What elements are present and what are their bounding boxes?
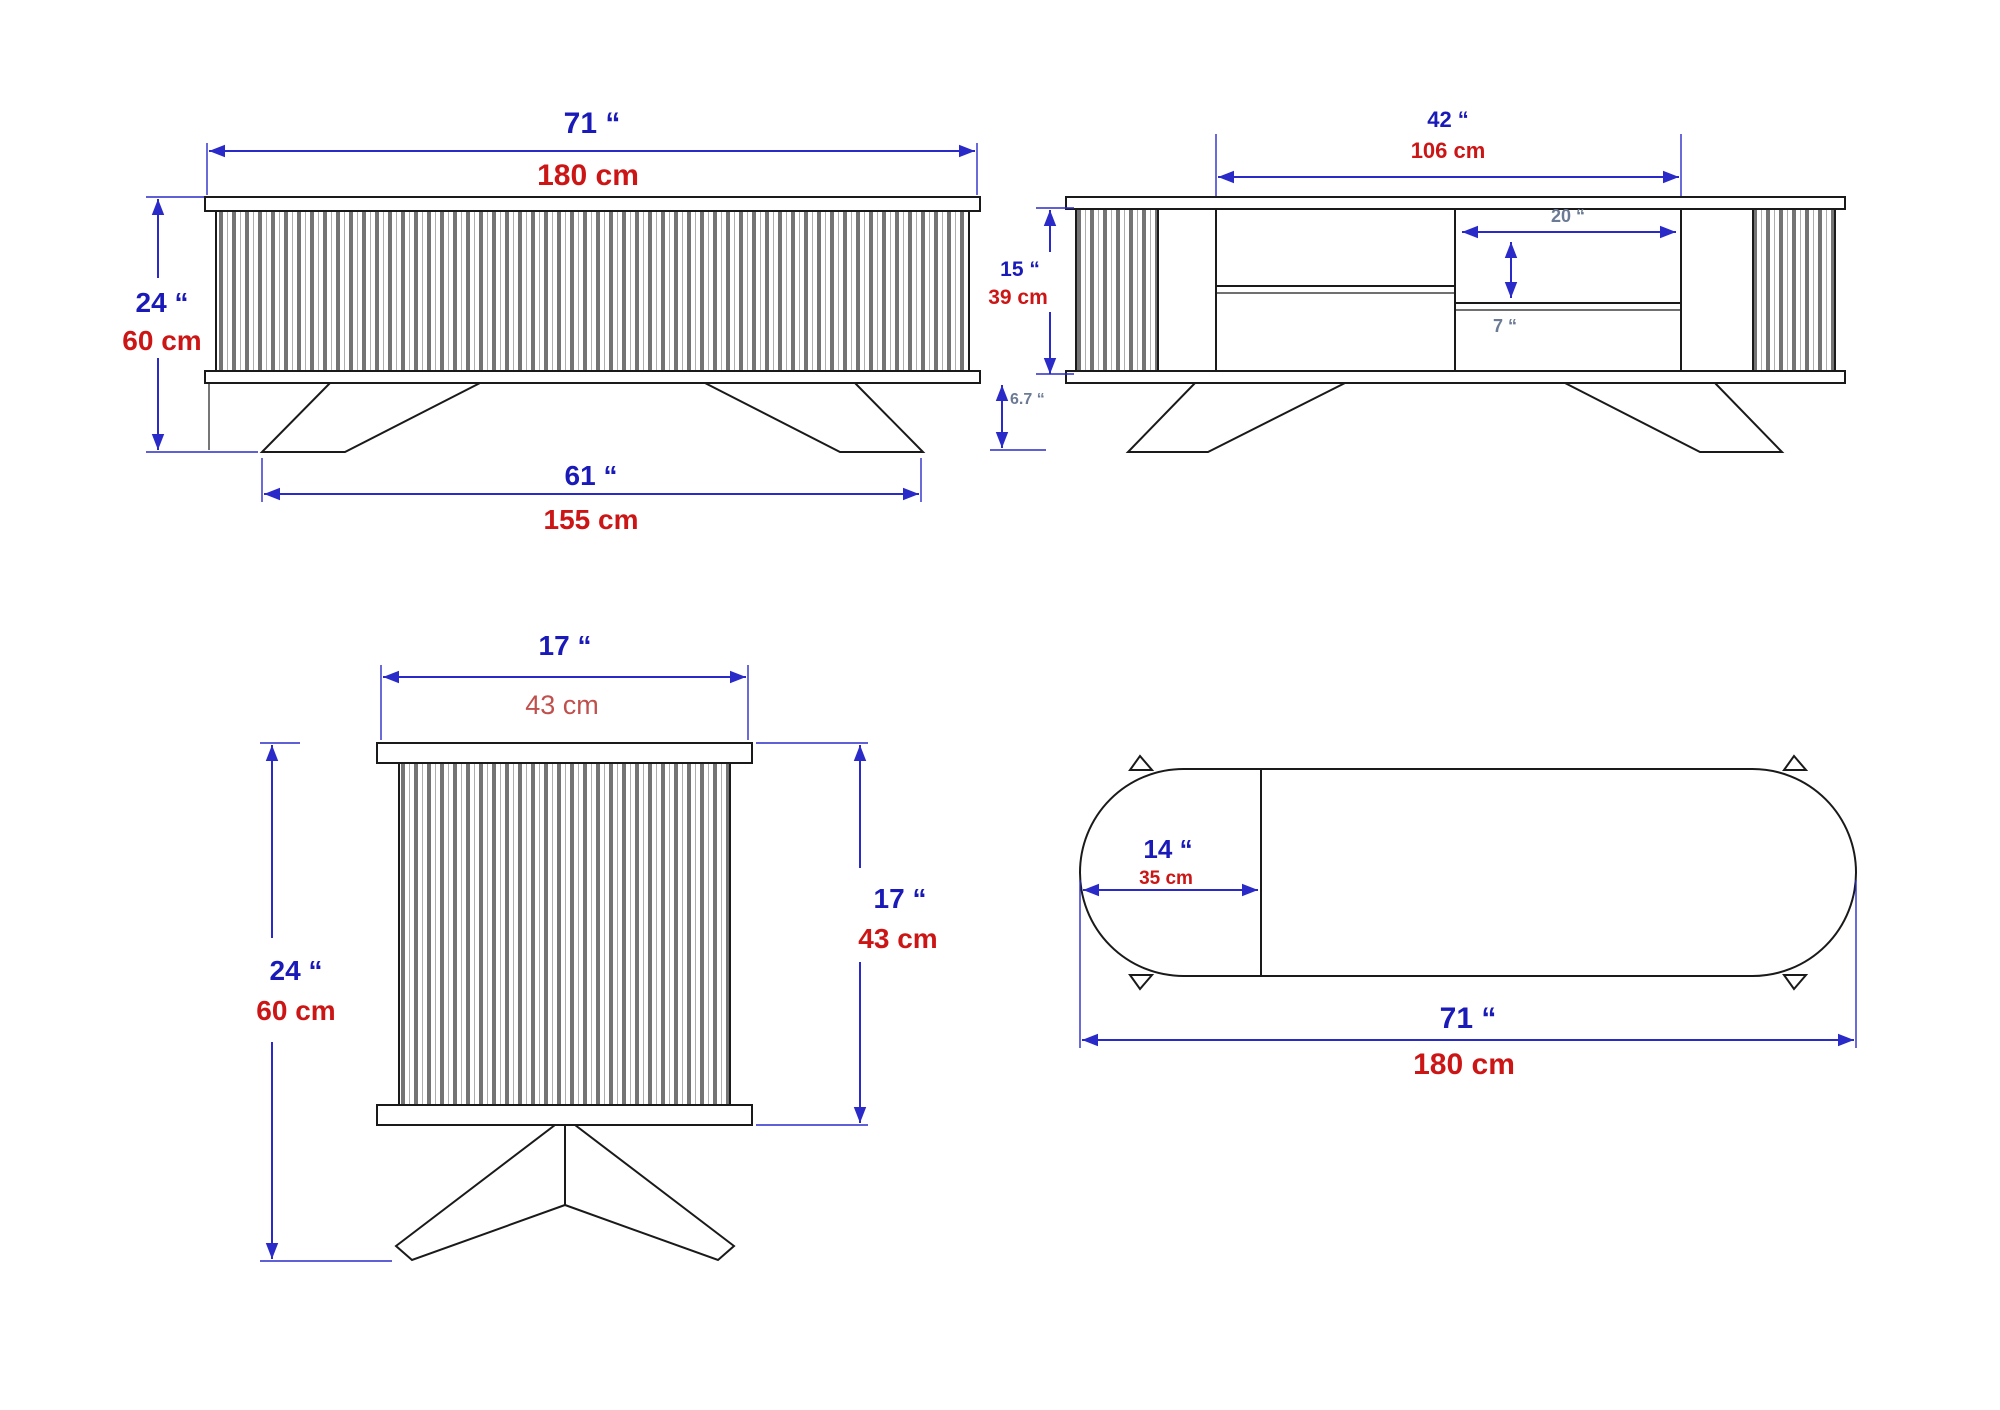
side-top-depth-cm-label: 43 cm	[525, 690, 599, 720]
rear-bottom-board	[1065, 370, 1846, 384]
front-left-leg	[259, 382, 481, 453]
front-feet-span-cm-label: 155 cm	[544, 504, 639, 535]
rear-shelf-width-inches-label: 20 “	[1551, 206, 1585, 226]
side-top-board	[376, 742, 753, 764]
rear-left-fluted-end	[1075, 208, 1159, 372]
side-rear-leg	[564, 1124, 736, 1262]
plan-width-cm-label: 180 cm	[1413, 1048, 1515, 1081]
plan-foot-bottom-left	[1128, 974, 1155, 991]
front-feet-span-inches-label: 61 “	[565, 460, 618, 491]
front-view: 71 “ 180 cm 24 “ 60 cm 61 “ 155 cm	[122, 107, 981, 535]
rear-left-leg	[1125, 382, 1346, 453]
plan-foot-top-left	[1128, 754, 1155, 771]
front-width-cm-label: 180 cm	[537, 159, 639, 192]
rear-right-fluted-end	[1752, 208, 1836, 372]
side-height-cm-label: 60 cm	[256, 995, 335, 1026]
side-height-inches-label: 24 “	[270, 955, 323, 986]
plan-depth-cm-label: 35 cm	[1139, 868, 1193, 889]
rear-right-leg	[1564, 382, 1785, 453]
front-width-inches-label: 71 “	[564, 107, 621, 140]
rear-leg-clearance-inches-label: 6.7 “	[1010, 391, 1045, 408]
side-body-height-cm-label: 43 cm	[858, 923, 937, 954]
rear-opening-width-cm-label: 106 cm	[1411, 138, 1486, 163]
plan-outline	[1079, 768, 1857, 977]
front-height-inches-label: 24 “	[136, 287, 189, 318]
side-top-depth-inches-label: 17 “	[539, 630, 592, 661]
plan-foot-bottom-right	[1782, 974, 1809, 991]
front-height-cm-label: 60 cm	[122, 325, 201, 356]
plan-depth-inches-label: 14 “	[1143, 834, 1192, 864]
side-fluted-body	[398, 762, 731, 1106]
side-body-height-inches-label: 17 “	[874, 883, 927, 914]
side-bottom-board	[376, 1104, 753, 1126]
plan-foot-top-right	[1782, 754, 1809, 771]
front-right-leg	[704, 382, 926, 453]
side-front-leg	[394, 1124, 566, 1262]
side-view: 17 “ 43 cm 24 “ 60 cm 17 “ 43 cm	[256, 630, 938, 1262]
rear-top-board	[1065, 196, 1846, 210]
top-view: 14 “ 35 cm 71 “ 180 cm	[1079, 754, 1857, 1081]
rear-opening-height-inches-label: 15 “	[1000, 258, 1040, 281]
rear-view: 42 “ 106 cm 20 “ 7 “ 15 “ 39 cm	[988, 107, 1846, 453]
rear-opening-width-inches-label: 42 “	[1427, 107, 1469, 132]
front-bottom-board	[204, 370, 981, 384]
rear-shelf-gap-inches-label: 7 “	[1493, 316, 1517, 336]
front-top-board	[204, 196, 981, 212]
plan-width-inches-label: 71 “	[1440, 1002, 1497, 1035]
rear-opening-height-cm-label: 39 cm	[988, 286, 1048, 309]
front-fluted-body	[215, 210, 970, 372]
